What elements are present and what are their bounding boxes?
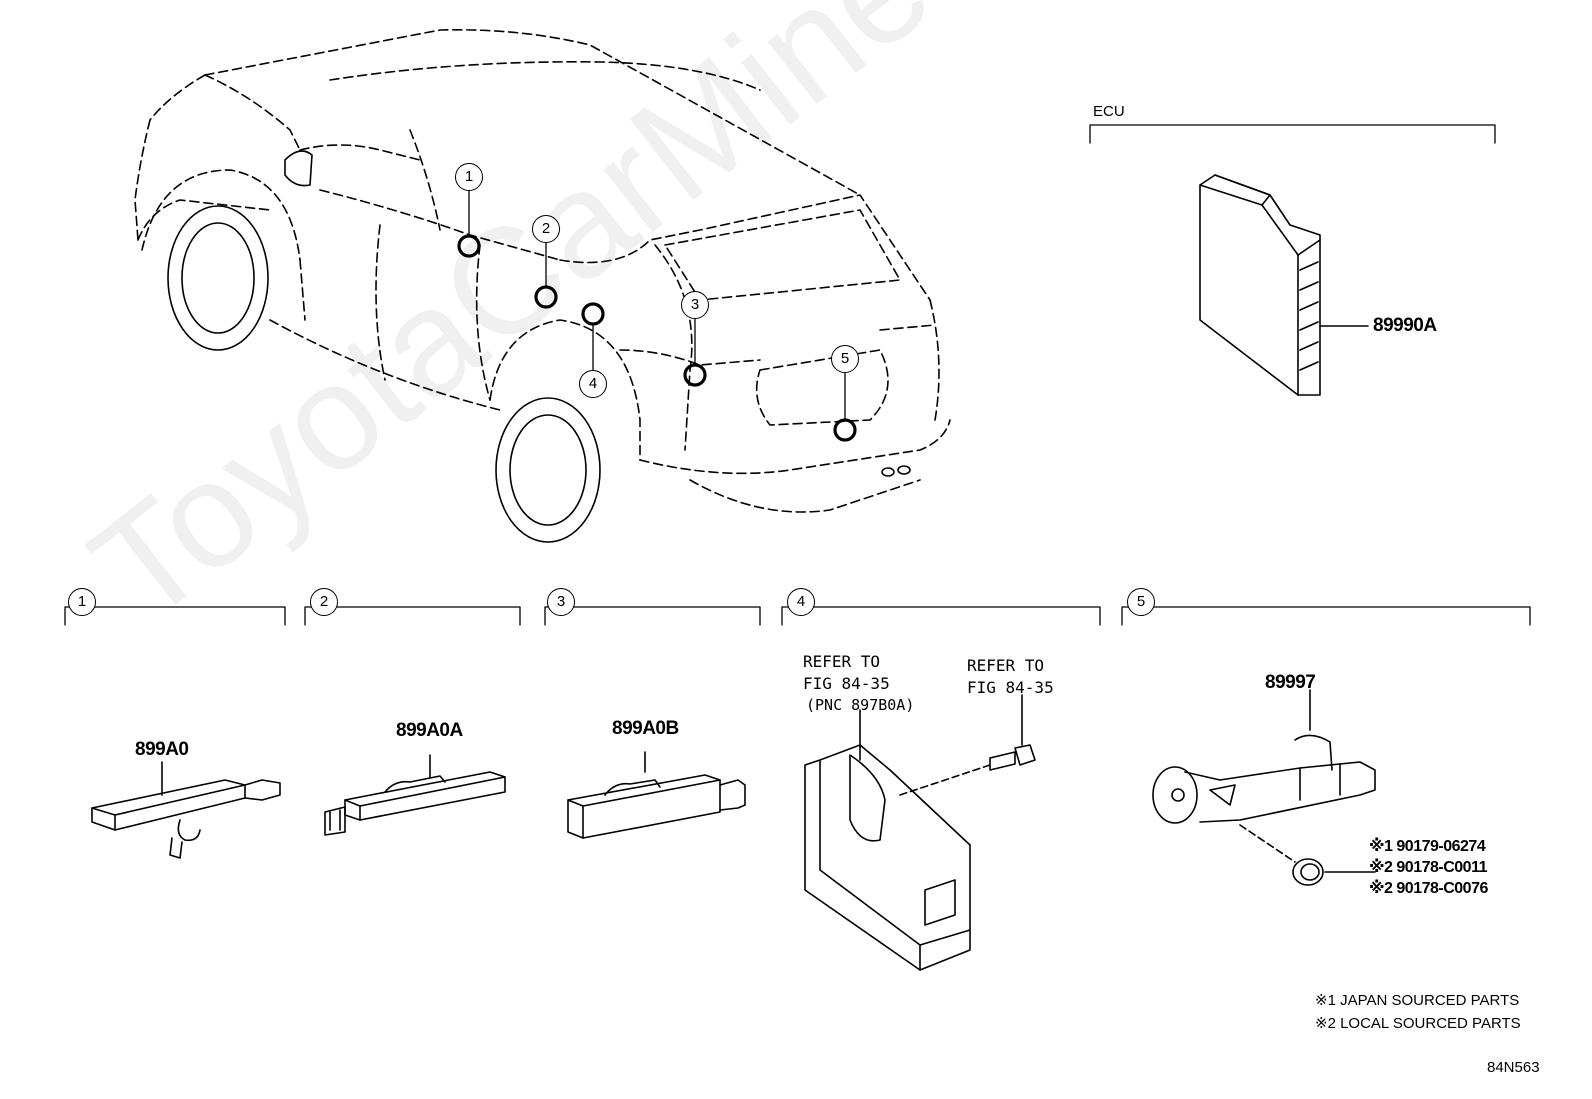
ecu-label: ECU <box>1093 103 1125 120</box>
callout-4: 4 <box>579 370 607 398</box>
callout-5: 5 <box>831 345 859 373</box>
callout-3: 3 <box>681 291 709 319</box>
part-899A0-drawing <box>91 761 281 859</box>
section-3-number: 3 <box>547 588 575 616</box>
section-2-number: 2 <box>310 588 338 616</box>
figure-code: 84N563 <box>1487 1059 1540 1076</box>
part-899A0B-drawing <box>567 751 746 839</box>
note-japan-sourced: ※1 JAPAN SOURCED PARTS <box>1315 992 1520 1009</box>
part-number-899A0: 899A0 <box>135 739 189 760</box>
section-5-number: 5 <box>1127 588 1155 616</box>
refer-left-line-1: REFER TO <box>803 652 881 671</box>
part-number-899A0B: 899A0B <box>612 718 679 739</box>
ecu-module-drawing <box>1199 174 1369 396</box>
refer-right-line-1: REFER TO <box>967 656 1045 675</box>
refer-left-line-2: FIG 84-35 <box>803 674 890 693</box>
section-4-number: 4 <box>787 588 815 616</box>
sub-part-90178-C0011: ※2 90178-C0011 <box>1369 859 1487 876</box>
note-local-sourced: ※2 LOCAL SOURCED PARTS <box>1315 1015 1521 1032</box>
sub-part-90178-C0076: ※2 90178-C0076 <box>1369 880 1488 897</box>
section-brackets <box>64 124 1531 626</box>
section-4-drawing <box>804 694 1036 971</box>
refer-right-line-2: FIG 84-35 <box>967 678 1054 697</box>
section-1-number: 1 <box>68 588 96 616</box>
callout-1: 1 <box>455 163 483 191</box>
part-89997-drawing <box>1152 689 1376 886</box>
sub-part-90179-06274: ※1 90179-06274 <box>1369 838 1486 855</box>
refer-left-line-3: (PNC 897B0A) <box>806 696 915 714</box>
vehicle-illustration <box>134 29 951 543</box>
callout-2: 2 <box>532 215 560 243</box>
part-number-89990A: 89990A <box>1373 315 1437 336</box>
part-number-899A0A: 899A0A <box>396 720 463 741</box>
part-number-89997: 89997 <box>1265 672 1316 693</box>
part-899A0A-drawing <box>324 754 506 836</box>
